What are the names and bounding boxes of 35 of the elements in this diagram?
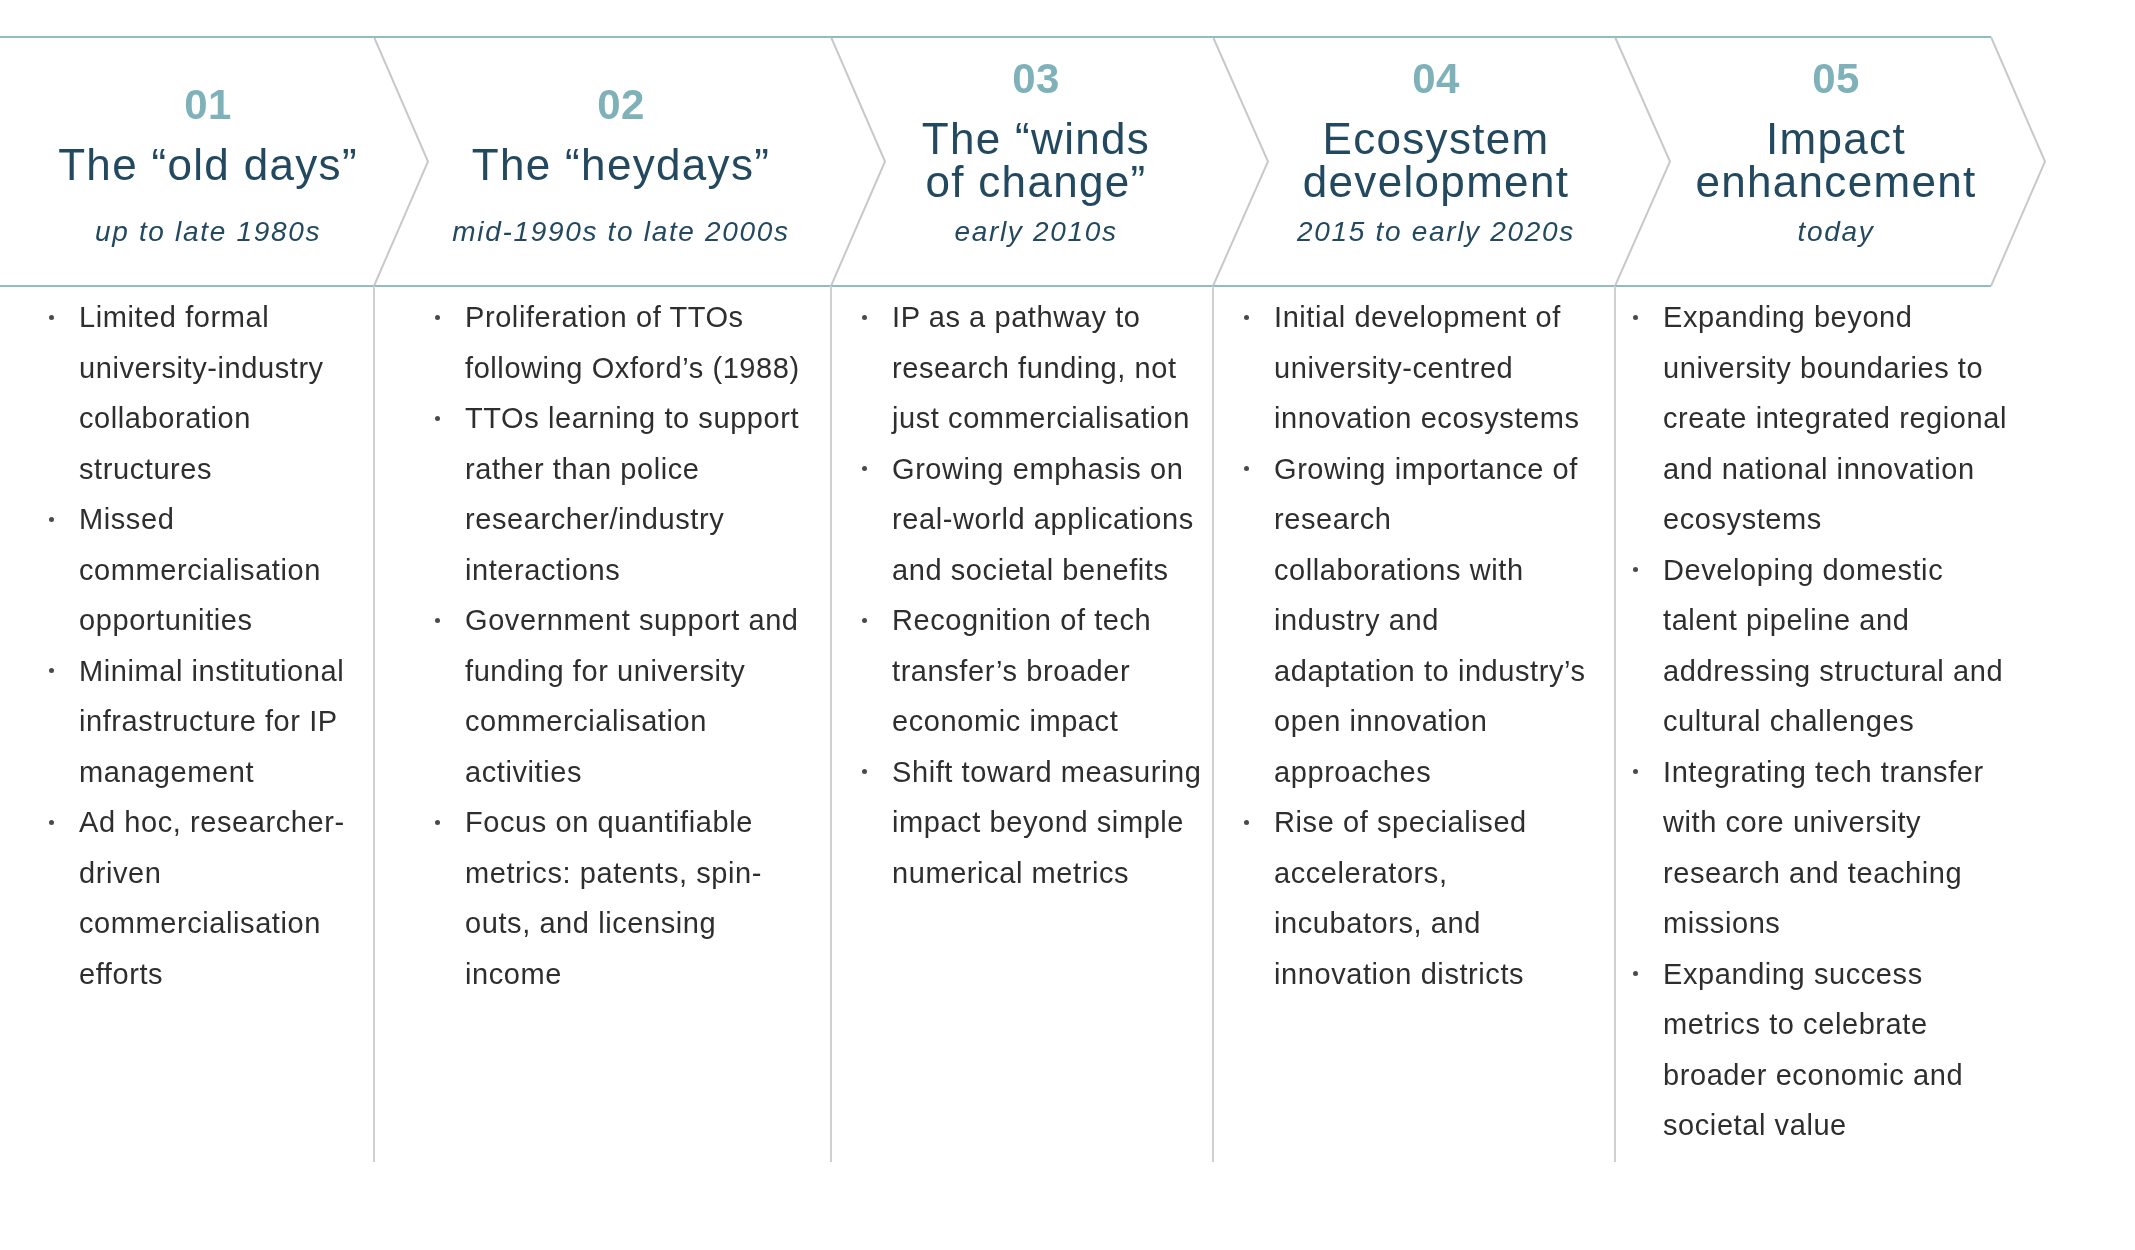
bullet-text: Ad hoc, researcher-driven commercialisation efforts <box>79 805 346 992</box>
bullet-text: Integrating tech transfer with core university research and teaching missions <box>1663 754 1985 941</box>
step-period: up to late 1980s <box>94 215 322 249</box>
chevron-step <box>0 36 430 287</box>
bullet-text: Initial development of university-centred innovation ecosystems <box>1274 300 1581 436</box>
bullet-text: Recognition of tech transfer’s broader economic impact <box>892 603 1153 739</box>
bullet-text: IP as a pathway to research funding, not just commercialisation <box>892 300 1192 436</box>
step-period: mid-1990s to late 2000s <box>452 215 790 249</box>
chevron-step <box>831 36 1270 287</box>
step-number: 03 <box>1012 58 1060 100</box>
bullet-text: Growing emphasis on real-world applications and societal benefits <box>892 451 1195 588</box>
step-number: 04 <box>1412 58 1460 100</box>
bullet-text: Developing domestic talent pipeline and addressing structural and cultural challenges <box>1663 552 2005 739</box>
bullet-text: Proliferation of TTOs following Oxford’s (1988) <box>465 300 801 386</box>
bullet-text: Missed commercialisation opportunities <box>79 502 322 638</box>
bullet-text: Growing importance of research collaborations with industry and adaptation to industry’s open innovation approaches <box>1274 451 1586 790</box>
bullet-text: Minimal institutional infrastructure for IP management <box>79 653 346 790</box>
step-number: 05 <box>1812 58 1860 100</box>
chevron-step <box>1213 36 1672 287</box>
chevron-step <box>374 36 887 287</box>
step-period: early 2010s <box>954 215 1118 249</box>
bullet-text: Limited formal university-industry collaboration structures <box>79 300 325 487</box>
bullet-text: Shift toward measuring impact beyond simple numerical metrics <box>892 754 1203 891</box>
bullet-text: Expanding success metrics to celebrate broader economic and societal value <box>1663 956 1965 1143</box>
bullet-text: Rise of specialised accelerators, incubators, and innovation districts <box>1274 805 1528 992</box>
step-period: today <box>1797 215 1875 249</box>
chevron-step <box>1615 36 2047 287</box>
step-number: 01 <box>184 84 232 126</box>
bullet-text: TTOs learning to support rather than police researcher/industry interactions <box>465 401 801 588</box>
step-number: 02 <box>597 84 645 126</box>
bullet-text: Expanding beyond university boundaries to create integrated regional and national innovation ecosystems <box>1663 300 2008 537</box>
bullet-text: Government support and funding for university commercialisation activities <box>465 603 800 790</box>
step-title: Impact enhancement <box>1694 117 1978 203</box>
bullet-text: Focus on quantifiable metrics: patents, spin-outs, and licensing income <box>465 805 763 992</box>
step-period: 2015 to early 2020s <box>1297 215 1575 249</box>
